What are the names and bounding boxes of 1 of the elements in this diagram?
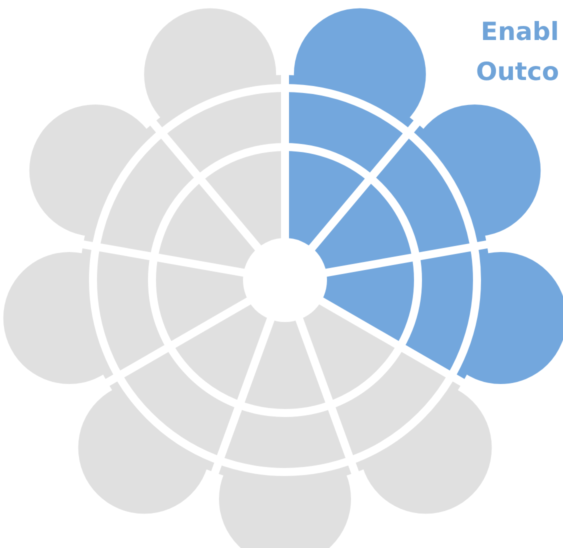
heading-text: Enabl Outco (476, 16, 559, 88)
